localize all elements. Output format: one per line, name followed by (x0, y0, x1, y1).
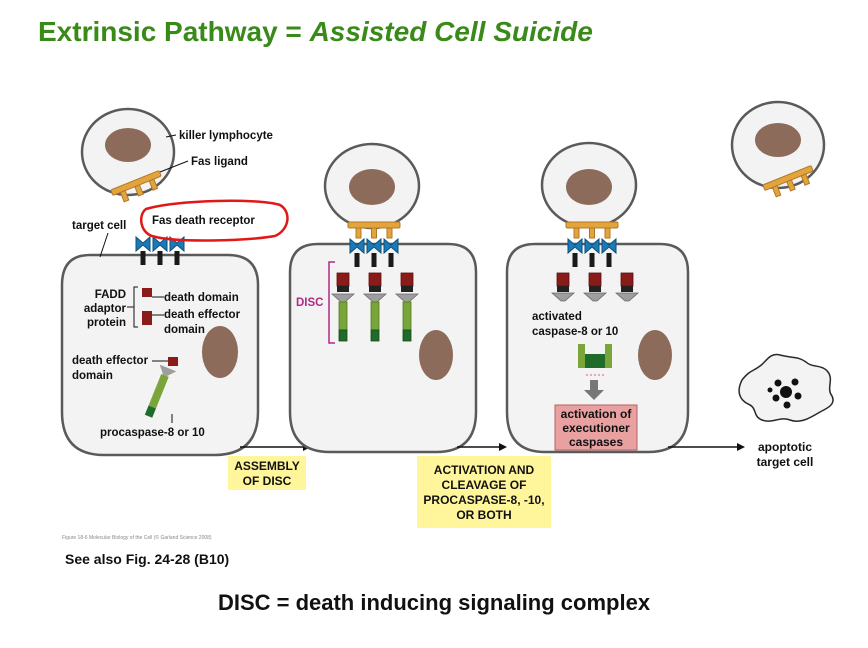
fas-ligand-trimer (565, 221, 619, 239)
label-fas-ligand: Fas ligand (191, 156, 248, 168)
fadd-death-domain (556, 272, 570, 287)
label-procaspase: procaspase-8 or 10 (100, 427, 205, 439)
label-death-effector-domain-2: domain (164, 324, 205, 336)
panel-3: activated caspase-8 or 10 activation of … (505, 141, 690, 454)
step-activation-line3: PROCASPASE-8, -10, (423, 493, 544, 507)
executioner-caspase-box (554, 404, 638, 451)
label-fadd: FADD (95, 289, 126, 301)
label-activated: activated (532, 311, 582, 323)
label-exec-1: activation of (561, 407, 633, 421)
label-fadd-protein: protein (87, 317, 126, 329)
fadd-death-domain (368, 272, 382, 287)
step-activation-line1: ACTIVATION AND (434, 463, 535, 477)
label-ded-2: domain (72, 370, 113, 382)
figure-credit: Figure 18-6 Molecular Biology of the Cel… (62, 535, 212, 540)
nucleus (566, 169, 612, 205)
nucleus (638, 330, 672, 380)
panel-2: DISC (288, 142, 478, 454)
fragmented-nucleus (767, 378, 802, 409)
title-main: Extrinsic Pathway = (38, 16, 310, 47)
fadd-death-domain (336, 272, 350, 287)
label-fadd-adaptor: adaptor (84, 303, 127, 315)
label-death-domain: death domain (164, 292, 239, 304)
label-killer-lymphocyte: killer lymphocyte (179, 130, 273, 142)
step-activation-box (417, 456, 551, 528)
step-activation-line4: OR BOTH (456, 508, 511, 522)
label-target-cell: target cell (72, 220, 126, 232)
label-disc: DISC (296, 297, 323, 309)
label-apoptotic: apoptotic (758, 440, 812, 454)
label-fas-death-receptor: Fas death receptor (152, 215, 255, 227)
red-circle-annotation (139, 199, 289, 242)
label-death-effector-domain: death effector (164, 309, 241, 321)
panel-1: killer lymphocyte Fas ligand target cell… (60, 107, 289, 457)
label-activated-caspase: caspase-8 or 10 (532, 326, 618, 338)
nucleus (349, 169, 395, 205)
disc-bracket (328, 261, 335, 344)
nucleus (419, 330, 453, 380)
title-emphasis: Assisted Cell Suicide (309, 16, 593, 47)
nucleus (755, 123, 801, 157)
see-also-note: See also Fig. 24-28 (B10) (65, 551, 230, 567)
nucleus (202, 326, 238, 378)
target-cell (60, 253, 260, 457)
slide-title: Extrinsic Pathway = Assisted Cell Suicid… (38, 16, 593, 48)
fadd-death-domain (588, 272, 602, 287)
step-activation-line2: CLEAVAGE OF (442, 478, 527, 492)
step-assembly-line1: ASSEMBLY (234, 459, 300, 473)
nucleus (105, 128, 151, 162)
label-exec-2: executioner (562, 421, 630, 435)
step-assembly-box (228, 456, 306, 490)
panel-4: apoptotic target cell (730, 100, 834, 469)
fas-ligand-trimer (347, 221, 401, 239)
disc-definition: DISC = death inducing signaling complex (217, 590, 651, 615)
fadd-death-domain (400, 272, 414, 287)
activated-caspase (578, 344, 612, 368)
label-exec-3: caspases (569, 435, 623, 449)
label-ded: death effector (72, 355, 149, 367)
procaspase (144, 364, 177, 418)
target-cell (505, 242, 690, 454)
step-assembly-line2: OF DISC (243, 474, 292, 488)
label-apoptotic-target-cell: target cell (757, 455, 814, 469)
fadd-death-domain (620, 272, 634, 287)
